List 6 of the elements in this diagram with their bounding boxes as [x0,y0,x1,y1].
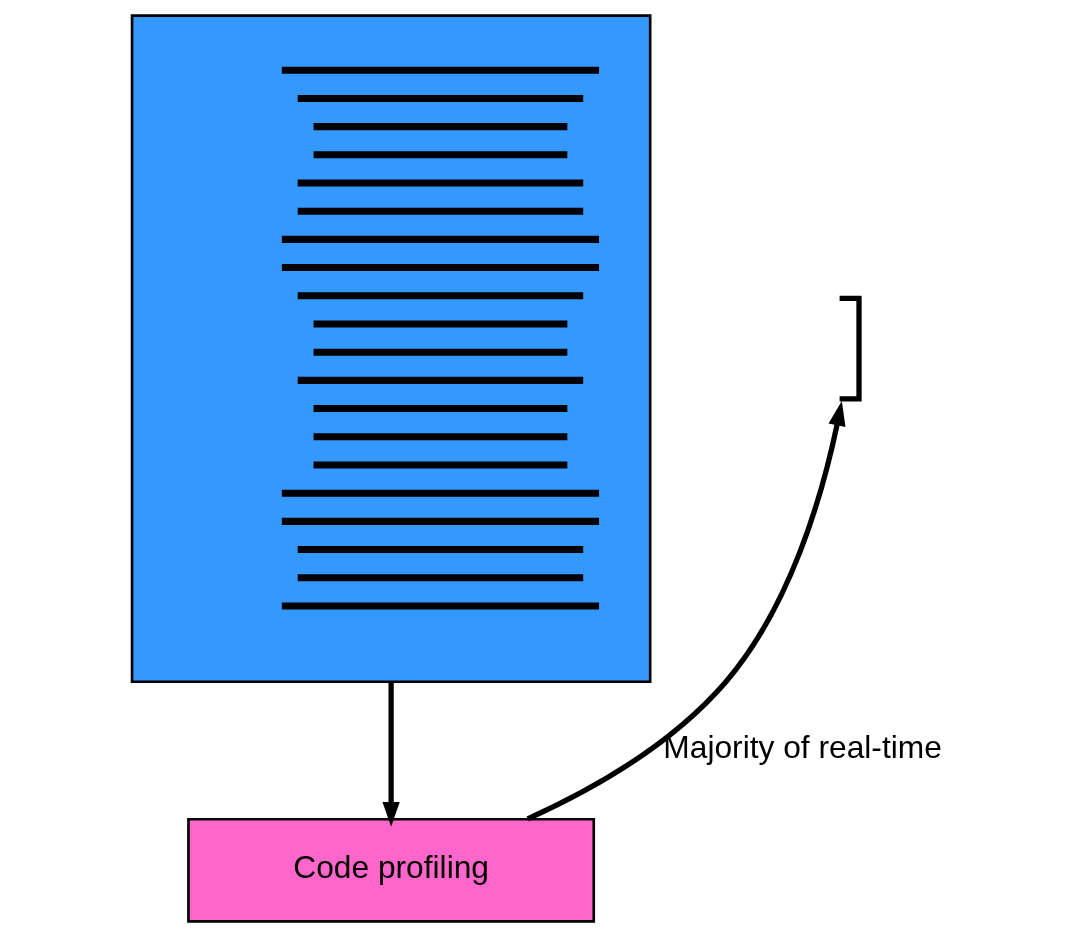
node-box: Code profiling [187,817,596,923]
node-brace [839,295,862,402]
arrow [382,682,400,827]
edge-label: Majority of real-time [663,729,942,766]
node-box [130,14,652,684]
arrow [526,400,846,822]
